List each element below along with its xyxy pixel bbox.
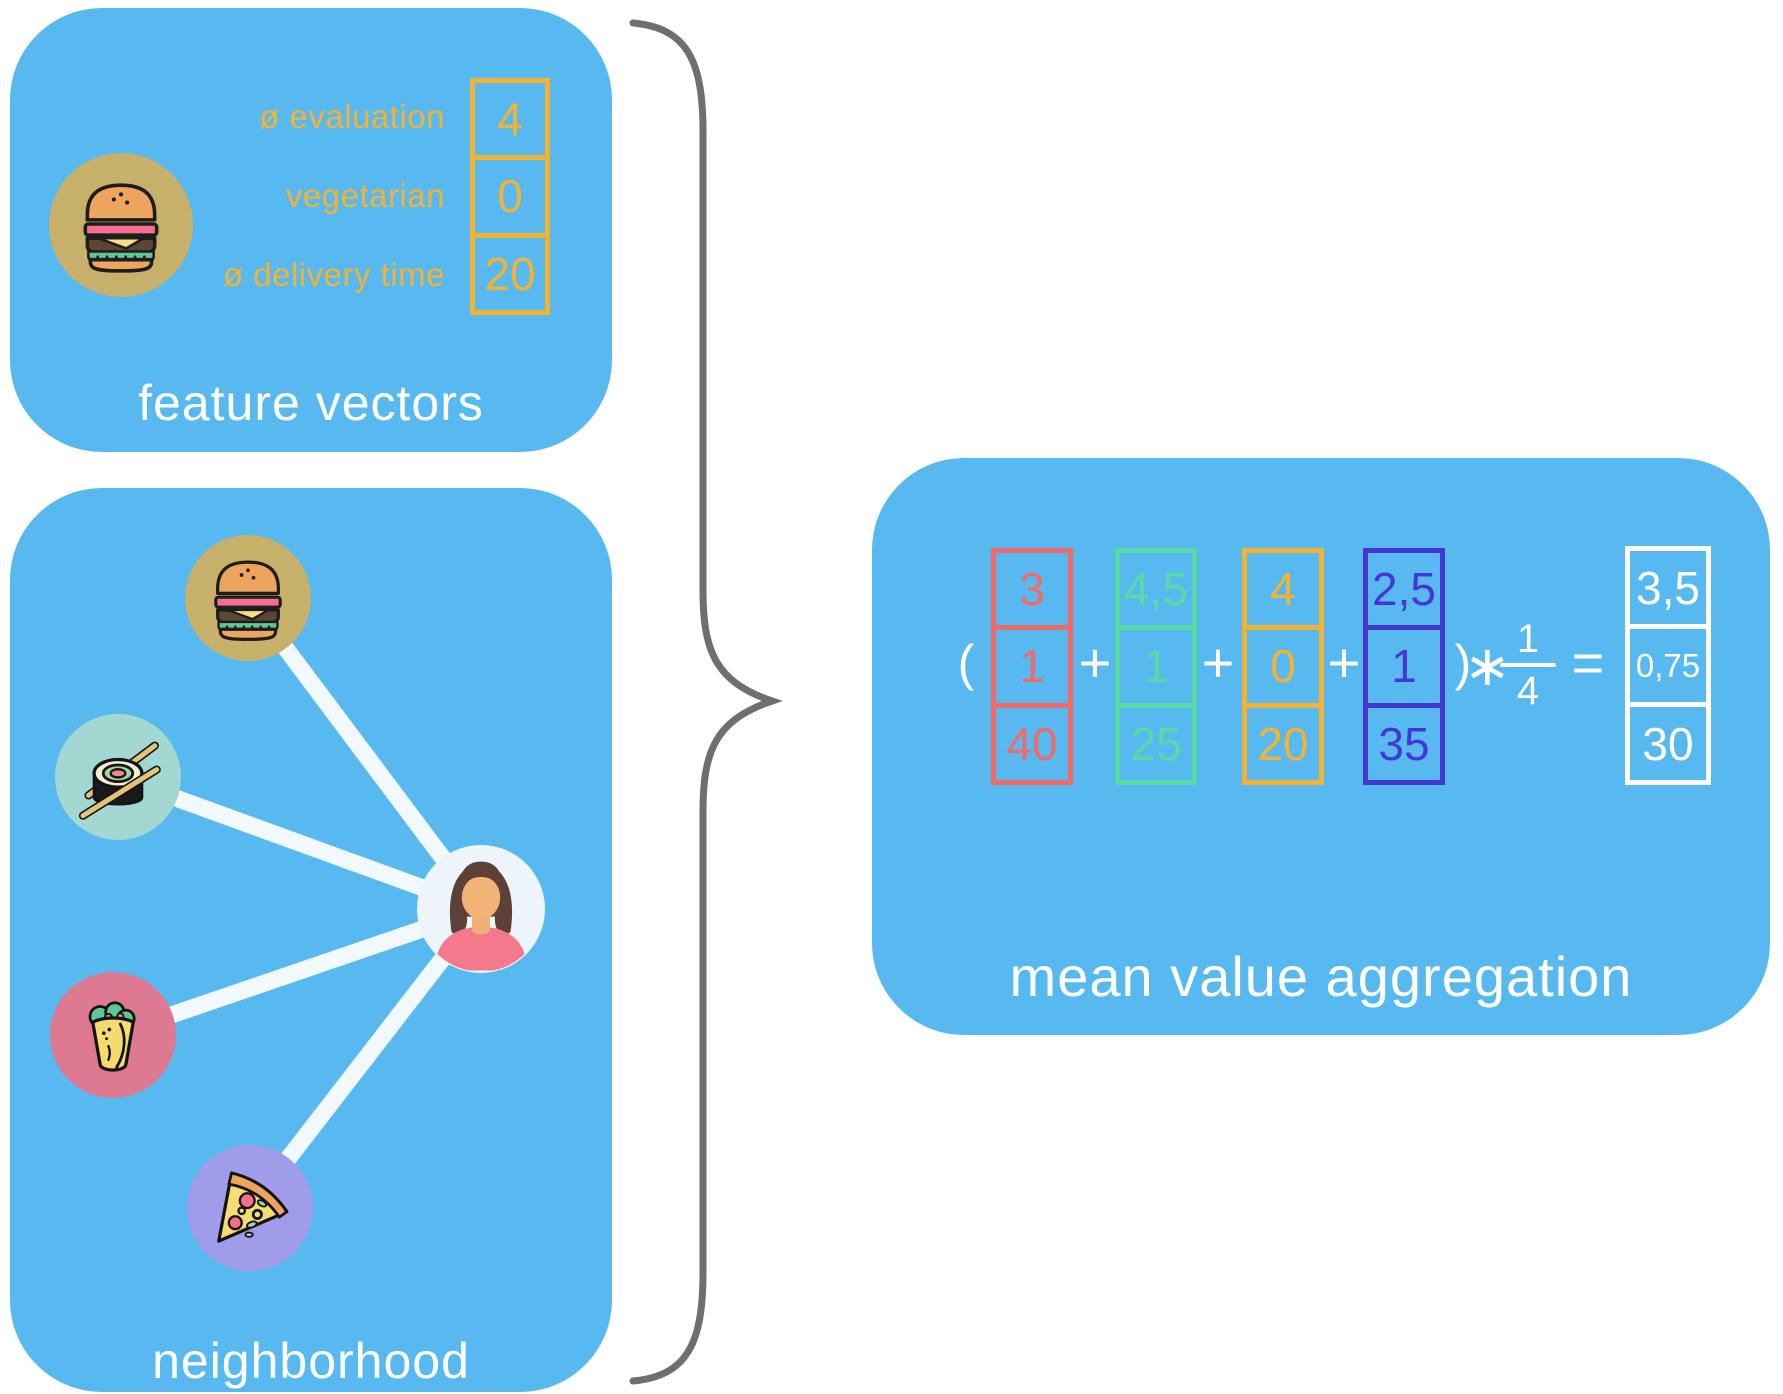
vector-cell: 4 [497,93,523,146]
plus-operator: + [1078,631,1112,694]
neighborhood-panel: neighborhood [10,488,612,1392]
plus-operator: + [1327,631,1361,694]
vector-cell: 3,5 [1636,561,1700,614]
aggregation-title: mean value aggregation [1009,945,1633,1008]
vector-indigo: 2,5 1 35 [1363,548,1445,785]
vector-cell: 20 [1247,702,1319,780]
vector-cell: 2,5 [1372,563,1436,616]
vector-cell: 0 [475,155,545,232]
fraction-one-fourth: 1 4 [1500,618,1556,712]
burrito-node [50,972,176,1098]
feature-vectors-panel: ø evaluation vegetarian ø delivery time … [10,8,612,452]
burger-icon [214,560,282,642]
aggregation-panel: ( 3 1 40 + 4,5 1 25 + 4 0 20 + 2,5 1 [872,458,1770,1035]
sushi-icon [78,741,161,820]
vector-cell: 4 [1270,563,1296,616]
mean-aggregation-equation: ( 3 1 40 + 4,5 1 25 + 4 0 20 + 2,5 1 [872,458,1770,1035]
result-vector: 3,5 0,75 30 [1625,546,1711,785]
vector-cell: 1 [1120,625,1192,702]
sushi-node [55,714,181,840]
user-node [417,845,545,973]
vector-cell: 0 [1247,625,1319,702]
feature-label-delivery-time: ø delivery time [222,256,445,293]
vector-cell: 1 [996,625,1068,702]
multiply-operator: ∗ [1464,634,1511,697]
feature-vectors-title: feature vectors [138,375,484,431]
vector-green: 4,5 1 25 [1115,548,1197,785]
vector-cell: 4,5 [1124,563,1188,616]
burger-badge [49,153,193,297]
feature-label-evaluation: ø evaluation [259,98,445,135]
fraction-bar [1500,663,1556,667]
vector-cell: 30 [1630,702,1706,780]
person-icon [418,846,544,972]
vector-cell: 0,75 [1630,624,1706,702]
wrap-icon [88,1001,136,1072]
fraction-denominator: 4 [1516,669,1540,713]
feature-label-vegetarian: vegetarian [285,177,445,214]
vector-cell: 3 [1019,563,1045,616]
vector-cell: 40 [996,702,1068,780]
plus-operator: + [1201,631,1235,694]
vector-cell: 25 [1120,702,1192,780]
neighborhood-title: neighborhood [152,1333,470,1389]
equals-operator: = [1571,631,1605,694]
open-paren: ( [957,635,975,691]
burger-feature-vector: 4 0 20 [470,78,550,315]
pizza-icon [217,1171,289,1243]
pizza-node [187,1145,313,1271]
close-paren: ) [1454,635,1472,691]
vector-cell: 20 [475,232,545,310]
vector-cell: 35 [1368,702,1440,780]
burger-icon [83,183,159,273]
fraction-numerator: 1 [1516,617,1540,661]
vector-red: 3 1 40 [991,548,1073,785]
curly-brace-path [629,19,783,1385]
burger-node [185,535,311,661]
vector-cell: 1 [1368,625,1440,702]
vector-yellow: 4 0 20 [1242,548,1324,785]
